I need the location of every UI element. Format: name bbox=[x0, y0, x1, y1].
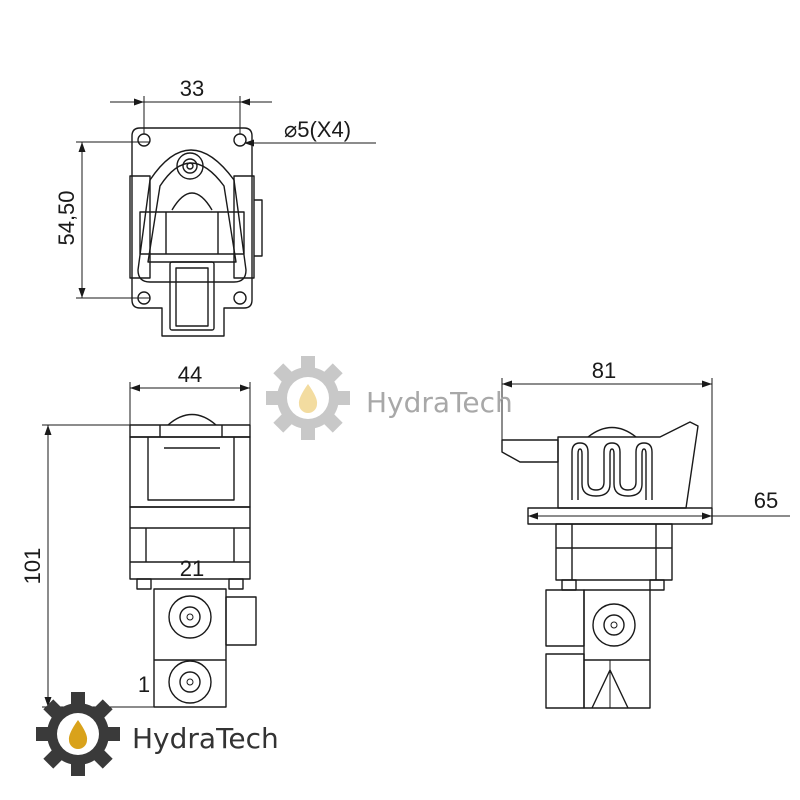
brand-name: HydraTech bbox=[366, 386, 513, 419]
hydratech-watermark-light: HydraTech bbox=[266, 356, 513, 440]
front-width-label: 44 bbox=[178, 362, 202, 387]
mounting-hole bbox=[137, 133, 151, 147]
dimension-side-width: 81 bbox=[501, 358, 713, 508]
oil-drop-icon bbox=[68, 720, 88, 749]
port-21 bbox=[168, 595, 212, 639]
dimension-top-height: 54,50 bbox=[54, 141, 150, 299]
brand-name: HydraTech bbox=[132, 722, 279, 755]
dimension-hole-spec: ⌀5(X4) bbox=[244, 117, 376, 147]
oil-drop-icon bbox=[298, 384, 318, 413]
gear-icon bbox=[266, 356, 350, 440]
hole-spec-label: ⌀5(X4) bbox=[284, 117, 351, 142]
gear-icon bbox=[36, 692, 120, 776]
dimension-front-width: 44 bbox=[129, 362, 251, 425]
dimension-front-height: 101 bbox=[20, 424, 170, 708]
port-upper-label: 21 bbox=[180, 556, 204, 581]
center-port bbox=[176, 152, 204, 180]
front-height-label: 101 bbox=[20, 548, 45, 585]
side-width-label: 81 bbox=[592, 358, 616, 383]
dimension-top-width: 33 bbox=[110, 76, 272, 134]
top-height-label: 54,50 bbox=[54, 190, 79, 245]
port-1 bbox=[168, 660, 212, 704]
side-view bbox=[501, 421, 713, 709]
mounting-hole bbox=[233, 133, 247, 147]
front-view: 21 1 bbox=[129, 413, 257, 708]
top-view bbox=[129, 127, 263, 337]
side-port bbox=[592, 603, 636, 647]
side-flange-label: 65 bbox=[754, 488, 778, 513]
top-width-label: 33 bbox=[180, 76, 204, 101]
hydratech-logo: HydraTech bbox=[36, 692, 279, 776]
mounting-hole bbox=[233, 291, 247, 305]
dimension-side-flange: 65 bbox=[528, 488, 790, 520]
port-lower-label: 1 bbox=[138, 672, 150, 697]
